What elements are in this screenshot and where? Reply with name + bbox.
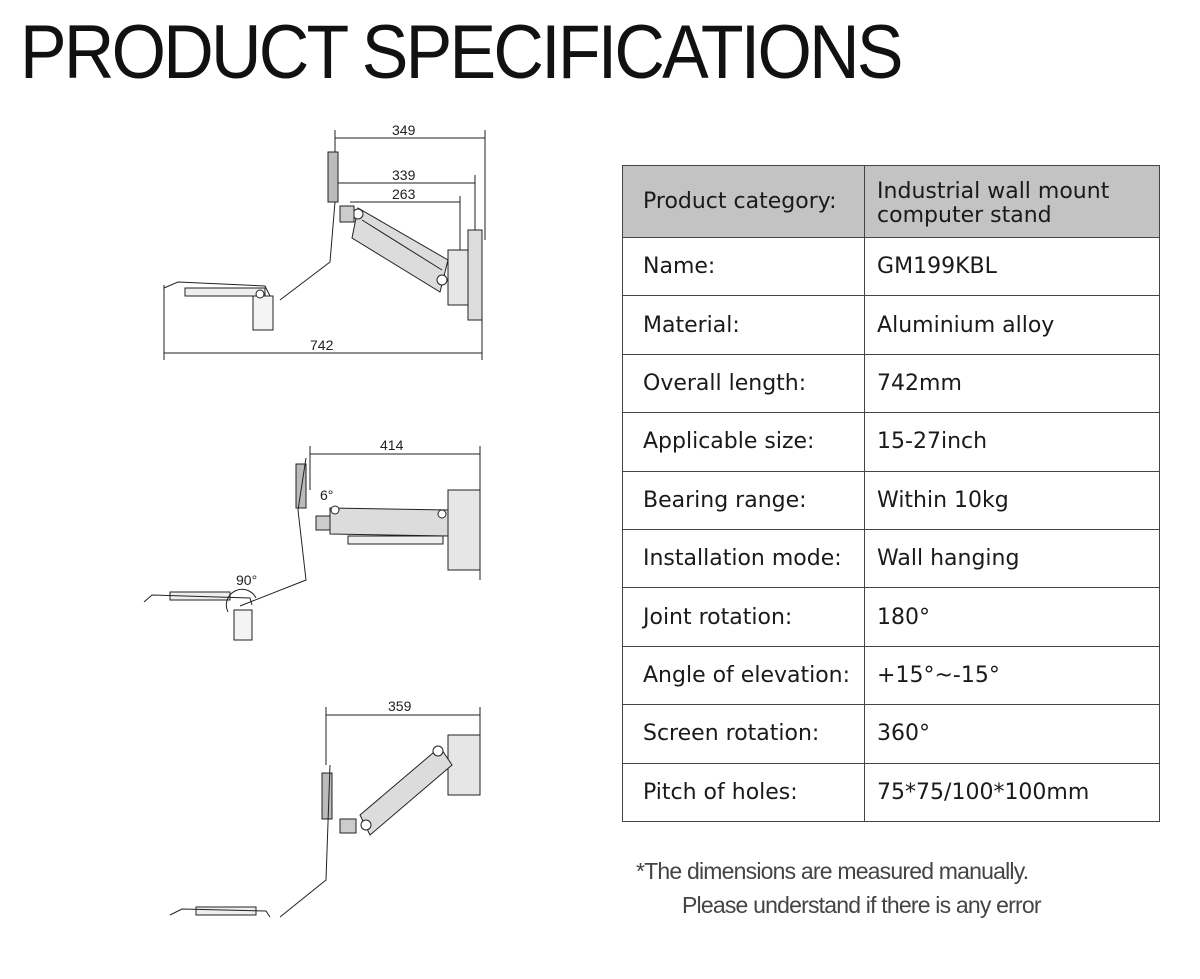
dim-414-label: 414 — [380, 437, 404, 453]
angle-90-label: 90° — [236, 572, 257, 588]
dim-742-label: 742 — [310, 337, 334, 353]
spec-label: Name: — [621, 236, 866, 297]
spec-row-pitch-of-holes: Pitch of holes: 75*75/100*100mm — [621, 762, 1160, 822]
spec-value: 75*75/100*100mm — [864, 762, 1160, 822]
spec-value: +15°~-15° — [864, 645, 1160, 706]
spec-row-name: Name: GM199KBL — [621, 236, 1160, 297]
spec-value: Industrial wall mount computer stand — [864, 165, 1160, 238]
spec-label: Overall length: — [621, 353, 866, 414]
page-title: PRODUCT SPECIFICATIONS — [20, 10, 903, 95]
spec-label: Applicable size: — [621, 412, 866, 472]
spec-row-installation-mode: Installation mode: Wall hanging — [621, 528, 1160, 589]
spec-label: Installation mode: — [621, 528, 866, 589]
spec-label: Screen rotation: — [621, 704, 866, 764]
spec-value: GM199KBL — [864, 236, 1160, 297]
angle-6-label: 6° — [320, 487, 333, 503]
spec-label: Angle of elevation: — [621, 645, 866, 706]
dim-349-label: 349 — [392, 122, 416, 138]
dim-339-label: 339 — [392, 167, 416, 183]
drawing-horizontal: 414 6° 90° — [143, 437, 481, 641]
spec-label: Bearing range: — [621, 470, 866, 530]
spec-value: Aluminium alloy — [864, 295, 1160, 355]
spec-value: Wall hanging — [864, 528, 1160, 589]
dim-263-label: 263 — [392, 186, 416, 202]
spec-value: Within 10kg — [864, 470, 1160, 530]
dim-359-label: 359 — [388, 698, 412, 714]
specifications-table: Product category: Industrial wall mount … — [621, 165, 1160, 822]
drawing-extended: 349 339 263 742 — [163, 122, 486, 360]
spec-row-material: Material: Aluminium alloy — [621, 295, 1160, 355]
spec-value: 15-27inch — [864, 412, 1160, 472]
spec-label: Product category: — [621, 165, 866, 238]
disclaimer-line-2: Please understand if there is any error — [682, 892, 1042, 918]
spec-row-overall-length: Overall length: 742mm — [621, 353, 1160, 414]
spec-value: 180° — [864, 587, 1160, 647]
spec-row-bearing-range: Bearing range: Within 10kg — [621, 470, 1160, 530]
disclaimer-note: *The dimensions are measured manually. P… — [636, 854, 1042, 922]
disclaimer-line-1: *The dimensions are measured manually. — [636, 858, 1029, 884]
spec-label: Joint rotation: — [621, 587, 866, 647]
spec-row-joint-rotation: Joint rotation: 180° — [621, 587, 1160, 647]
spec-row-screen-rotation: Screen rotation: 360° — [621, 704, 1160, 764]
spec-row-applicable-size: Applicable size: 15-27inch — [621, 412, 1160, 472]
spec-row-angle-of-elevation: Angle of elevation: +15°~-15° — [621, 645, 1160, 706]
drawing-raised: 359 — [169, 698, 481, 918]
spec-value: 742mm — [864, 353, 1160, 414]
spec-row-product-category: Product category: Industrial wall mount … — [621, 165, 1160, 238]
spec-value: 360° — [864, 704, 1160, 764]
spec-label: Pitch of holes: — [621, 762, 866, 822]
spec-label: Material: — [621, 295, 866, 355]
technical-drawings: 349 339 263 742 414 6° — [130, 110, 510, 940]
